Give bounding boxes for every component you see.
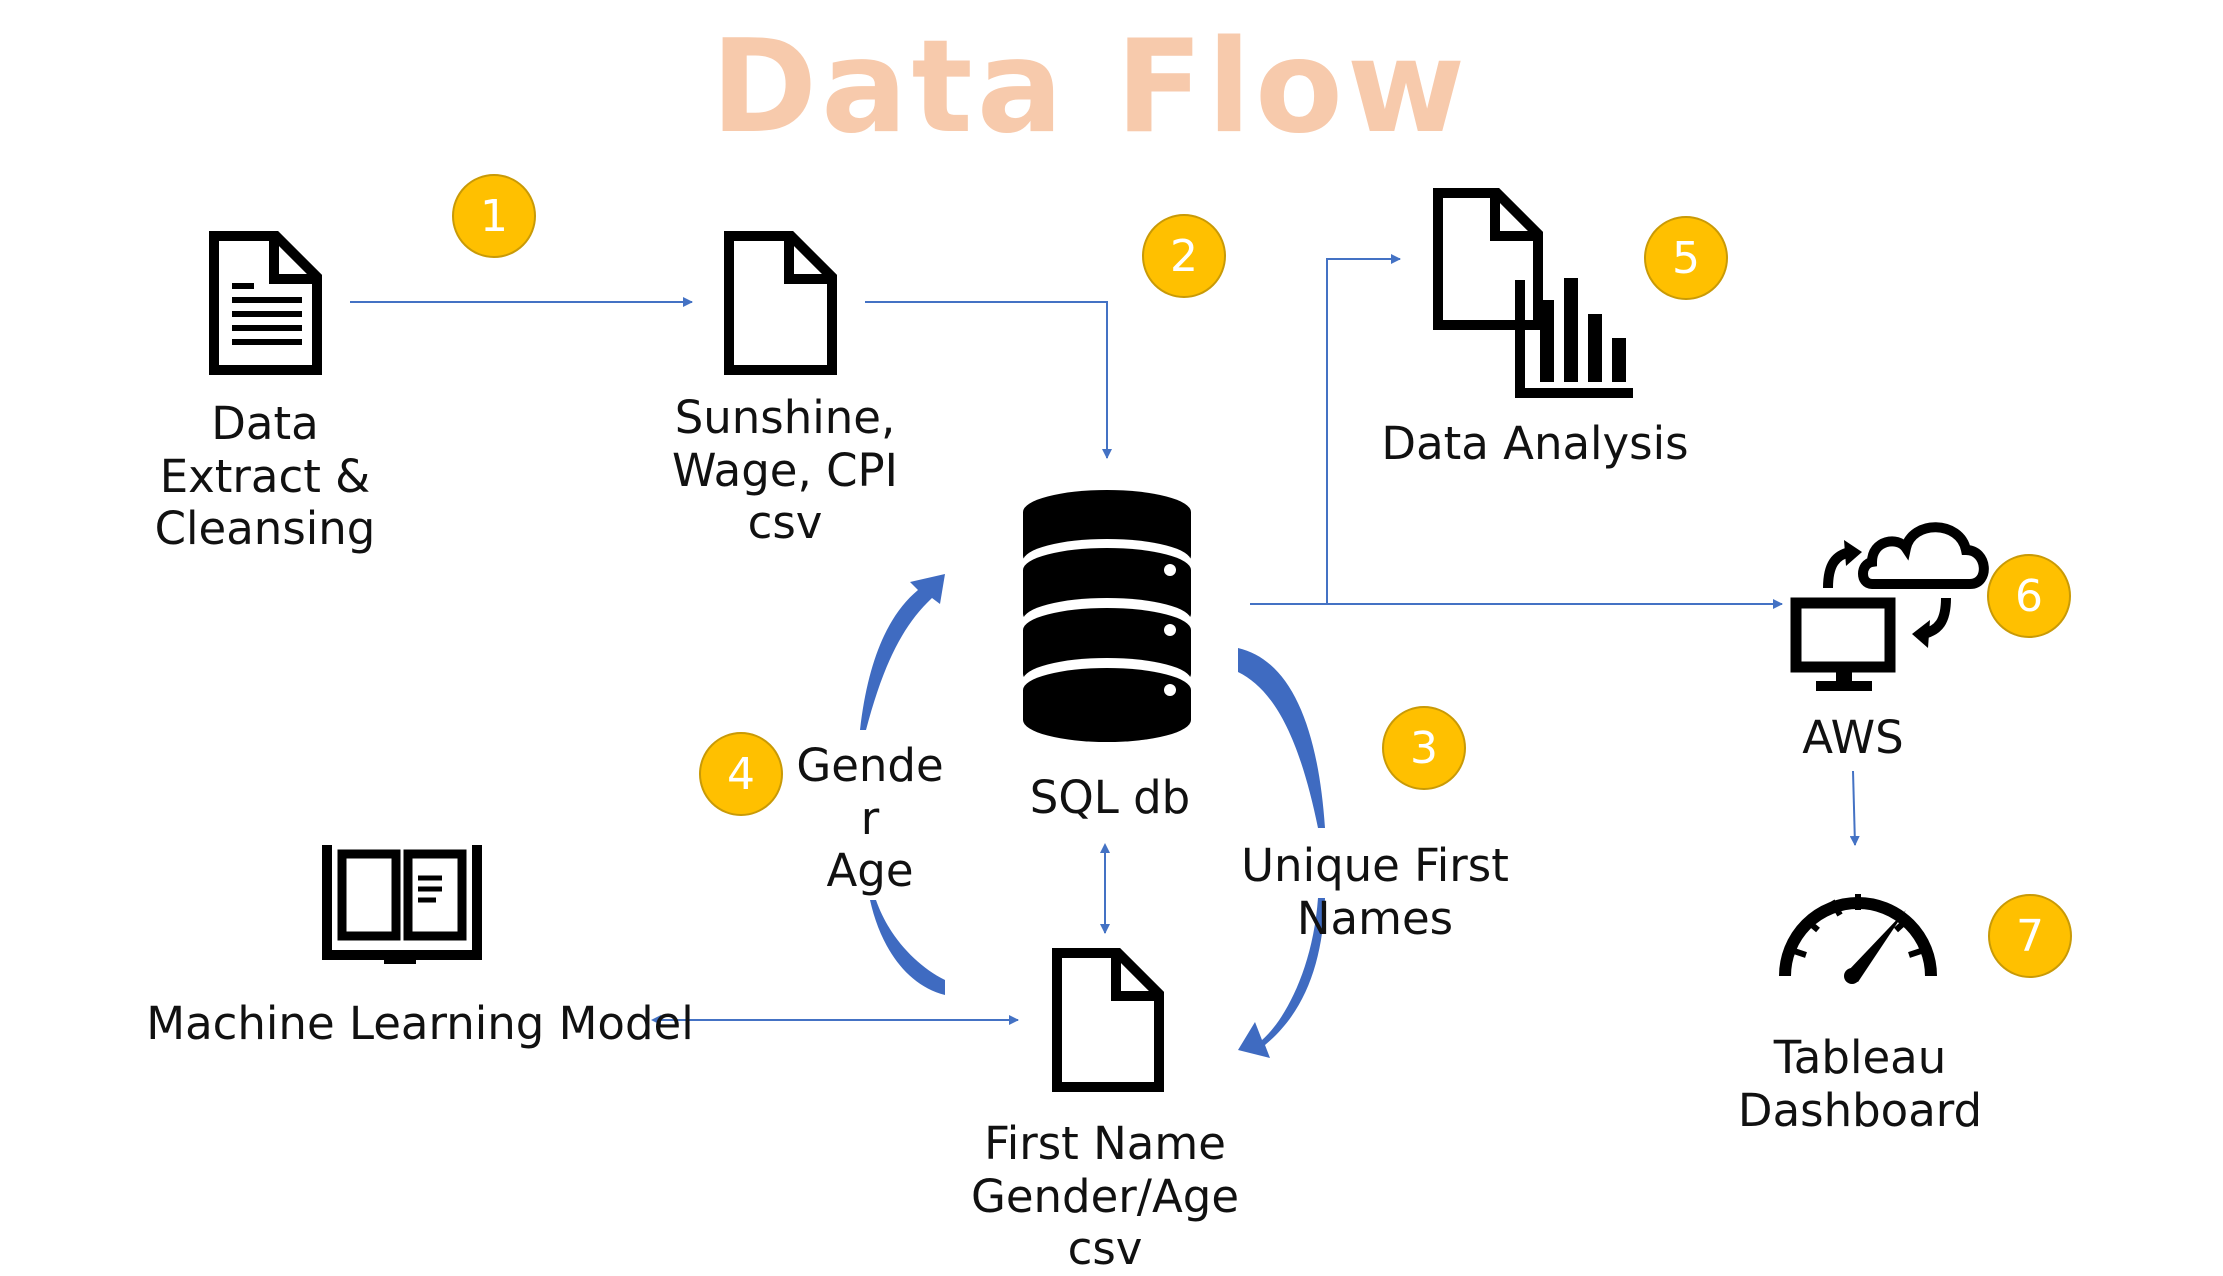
document-lines-icon	[209, 231, 322, 375]
document-icon	[724, 231, 837, 375]
annotation-gender-age: Gende r Age	[796, 739, 944, 898]
node-label-csv2: First Name Gender/Age csv	[970, 1117, 1240, 1276]
document-icon	[1052, 948, 1164, 1092]
annotation-unique-first-names: Unique First Names	[1241, 839, 1509, 945]
arrow-aws-to-tableau	[1849, 770, 1860, 846]
step-badge-4: 4	[699, 732, 783, 816]
node-label-tableau: Tableau Dashboard	[1737, 1031, 1983, 1137]
step-badge-3: 3	[1382, 706, 1466, 790]
node-label-ml: Machine Learning Model	[146, 997, 694, 1050]
step-badge-2: 2	[1142, 214, 1226, 298]
step-badge-7: 7	[1988, 894, 2072, 978]
curved-arrow-unique-names-top	[1238, 648, 1325, 828]
curved-arrow-unique-names-down	[1238, 898, 1325, 1058]
open-book-icon	[322, 845, 482, 964]
node-label-sqldb: SQL db	[1029, 771, 1191, 824]
speedometer-icon	[1779, 894, 1937, 984]
curved-arrow-gender-age-up	[860, 574, 945, 730]
step-badge-1: 1	[452, 174, 536, 258]
arrow-sqldb-to-analysis	[1326, 254, 1401, 604]
curved-arrow-gender-age-low	[870, 900, 945, 995]
node-label-csv1: Sunshine, Wage, CPI csv	[672, 391, 898, 550]
step-badge-5: 5	[1644, 216, 1728, 300]
node-label-extract: Data Extract & Cleansing	[154, 397, 376, 556]
step-badge-6: 6	[1987, 554, 2071, 638]
page-title: Data Flow	[710, 13, 1470, 162]
document-bar-chart-icon	[1433, 188, 1633, 398]
cloud-computer-sync-icon	[1790, 522, 1989, 691]
arrow-csv-to-sqldb	[865, 301, 1112, 459]
database-icon	[1023, 490, 1191, 742]
node-label-analysis: Data Analysis	[1381, 417, 1689, 470]
node-label-aws: AWS	[1802, 711, 1904, 764]
